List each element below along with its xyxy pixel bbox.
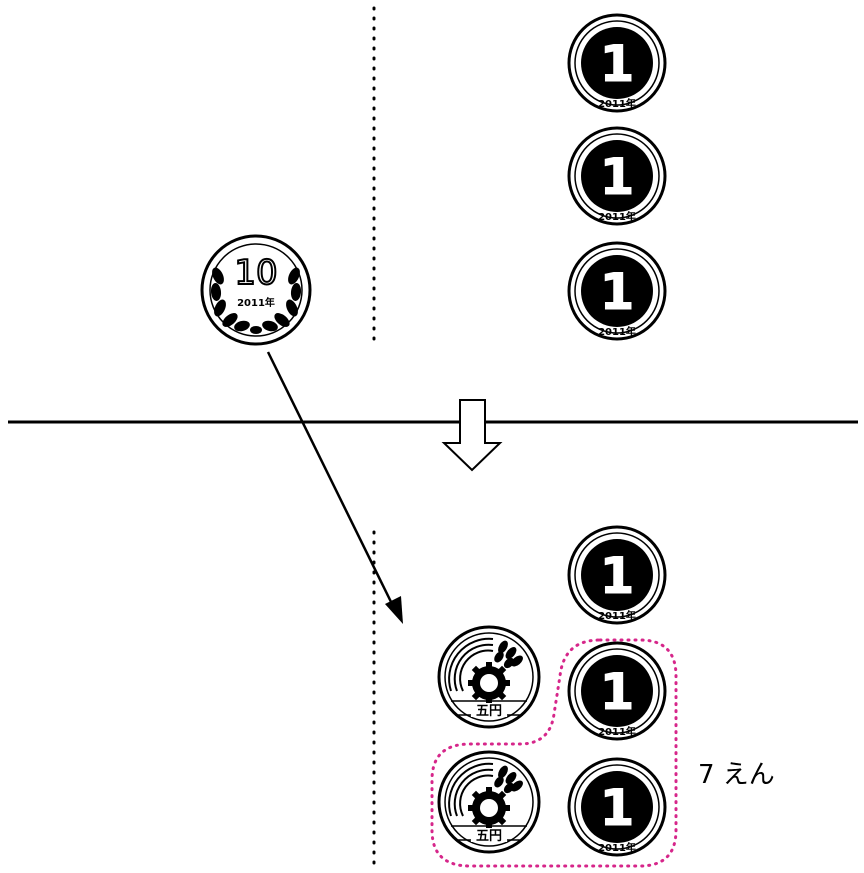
five-yen-coin bbox=[437, 750, 541, 854]
top-panel bbox=[200, 6, 667, 350]
exchange-arrow bbox=[266, 351, 403, 624]
one-yen-coin bbox=[567, 757, 667, 857]
one-yen-coin bbox=[567, 13, 667, 113]
five-yen-coin bbox=[437, 625, 541, 729]
one-yen-coin bbox=[567, 241, 667, 341]
one-yen-coin bbox=[567, 641, 667, 741]
ten-yen-coin bbox=[200, 234, 312, 346]
group-total-label: 7 えん bbox=[698, 760, 775, 790]
down-arrow-icon bbox=[441, 399, 503, 472]
bottom-panel: 7 えん bbox=[372, 525, 775, 872]
one-yen-coin bbox=[567, 126, 667, 226]
seven-yen-group-outline bbox=[430, 638, 678, 868]
one-yen-coin bbox=[567, 525, 667, 625]
